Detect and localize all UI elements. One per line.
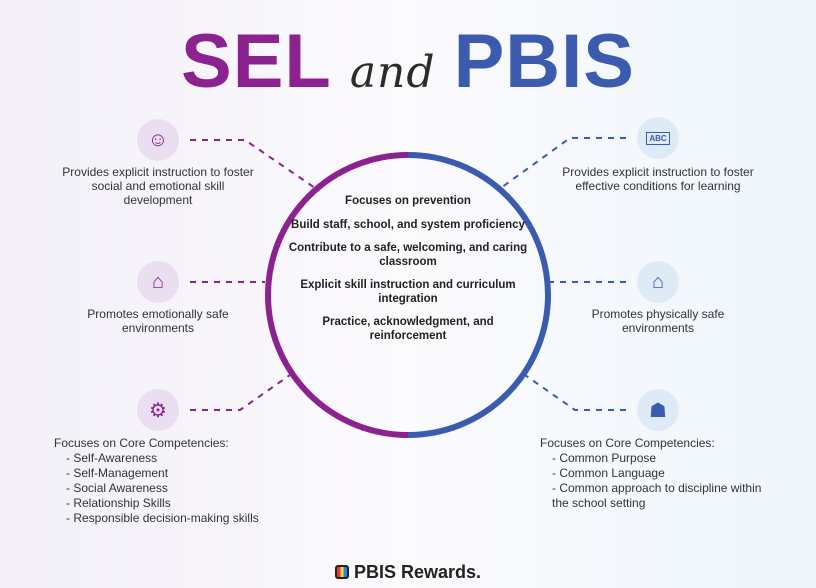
competency: Self-Management <box>66 466 259 481</box>
chalkboard-label: ABC <box>646 131 670 145</box>
title-and: and <box>349 47 436 98</box>
shared-features: Focuses on prevention Build staff, schoo… <box>288 195 528 353</box>
school-safety-icon: ⌂ <box>637 261 679 303</box>
pbis-item-2: Promotes physically safe environments <box>591 307 725 335</box>
sel-item-2: Promotes emotionally safe environments <box>87 307 229 335</box>
sel-arc <box>265 152 409 438</box>
connector-sel-3 <box>190 374 291 411</box>
pbis-item-1: Provides explicit instruction to foster … <box>562 165 754 193</box>
title-sel: SEL <box>181 19 332 104</box>
logo-text: PBIS Rewards. <box>353 562 482 582</box>
sel-competencies: Focuses on Core Competencies: Self-Aware… <box>54 436 259 526</box>
logo-icon <box>334 565 349 579</box>
shared-item: Build staff, school, and system proficie… <box>291 218 525 231</box>
pbis-rewards-logo: PBIS Rewards. <box>0 562 816 583</box>
pbis-competencies-heading: Focuses on Core Competencies: <box>540 436 715 450</box>
head-gears-icon: ⚙ <box>137 389 179 431</box>
sel-item-1: Provides explicit instruction to foster … <box>62 165 254 207</box>
competency: Common Language <box>552 466 780 481</box>
title-pbis: PBIS <box>453 19 635 104</box>
competency: Relationship Skills <box>66 496 259 511</box>
connector-pbis-3 <box>524 374 626 411</box>
sel-competencies-heading: Focuses on Core Competencies: <box>54 436 229 450</box>
shared-item: Practice, acknowledgment, and reinforcem… <box>322 316 494 342</box>
competency: Social Awareness <box>66 481 259 496</box>
apple-books-icon: ☗ <box>637 389 679 431</box>
competency: Responsible decision-making skills <box>66 511 258 526</box>
page-title: SEL and PBIS <box>0 18 816 105</box>
pbis-arc <box>407 152 551 438</box>
connector-sel-1 <box>190 139 319 191</box>
shared-item: Focuses on prevention <box>345 195 471 207</box>
school-emotion-icon: ⌂ <box>137 261 179 303</box>
chalkboard-icon: ABC <box>637 117 679 159</box>
competency: Common approach to discipline within the… <box>552 481 780 511</box>
shared-item: Contribute to a safe, welcoming, and car… <box>288 242 528 268</box>
competency: Common Purpose <box>552 451 780 466</box>
pbis-competencies: Focuses on Core Competencies: Common Pur… <box>540 436 780 511</box>
shared-item: Explicit skill instruction and curriculu… <box>300 279 516 305</box>
competency: Self-Awareness <box>66 451 259 466</box>
smiley-icon: ☺ <box>137 119 179 161</box>
